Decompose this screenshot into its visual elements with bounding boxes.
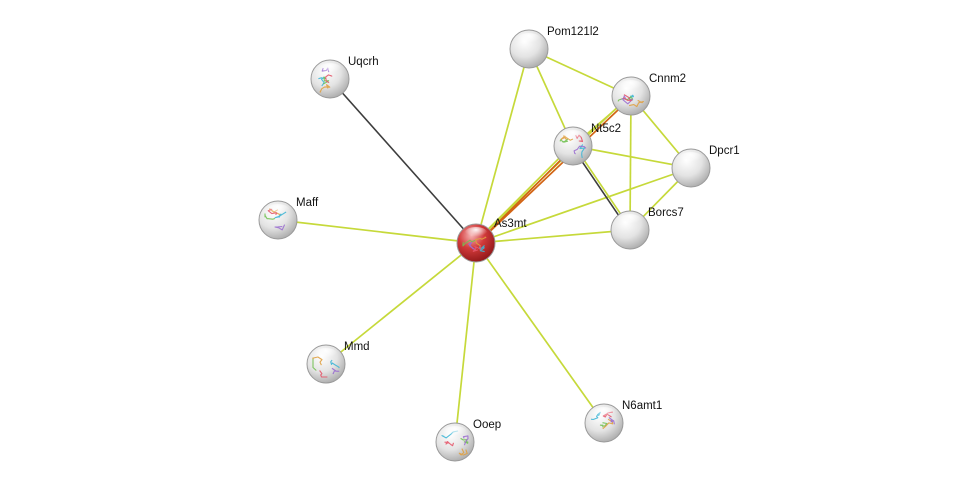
edge-As3mt-Dpcr1 bbox=[475, 167, 692, 244]
node-highlight bbox=[266, 204, 290, 218]
edge-As3mt-Pom121l2 bbox=[475, 48, 530, 244]
edge-As3mt-Uqcrh bbox=[329, 78, 477, 244]
node-label: Borcs7 bbox=[648, 207, 684, 219]
structure-thumbnail bbox=[617, 94, 644, 108]
edge-As3mt-Borcs7 bbox=[475, 229, 631, 244]
node-as3mt[interactable]: As3mt bbox=[456, 218, 527, 263]
node-label: Nt5c2 bbox=[591, 123, 621, 135]
node-n6amt1[interactable]: N6amt1 bbox=[584, 400, 662, 443]
node-ooep[interactable]: Ooep bbox=[435, 419, 501, 462]
edge-line-textmining bbox=[629, 95, 632, 231]
structure-trace bbox=[312, 357, 317, 371]
node-label: Dpcr1 bbox=[709, 145, 740, 157]
structure-trace bbox=[331, 367, 340, 375]
node-label: N6amt1 bbox=[622, 400, 662, 412]
edge-line-textmining bbox=[572, 145, 692, 169]
structure-trace bbox=[444, 441, 455, 447]
node-mmd[interactable]: Mmd bbox=[306, 341, 370, 384]
structure-trace bbox=[472, 245, 481, 252]
structure-trace bbox=[617, 96, 634, 102]
node-pom121l2[interactable]: Pom121l2 bbox=[509, 26, 599, 69]
node-label: Uqcrh bbox=[348, 56, 379, 68]
node-maff[interactable]: Maff bbox=[258, 197, 319, 240]
node-cnnm2[interactable]: Cnnm2 bbox=[611, 73, 686, 116]
node-highlight bbox=[443, 426, 467, 440]
node-highlight bbox=[619, 80, 643, 94]
edge-line-textmining bbox=[475, 242, 605, 424]
node-uqcrh[interactable]: Uqcrh bbox=[310, 56, 379, 99]
edge-line-experiments bbox=[476, 96, 633, 245]
structure-trace bbox=[319, 84, 331, 93]
structure-trace bbox=[462, 239, 477, 247]
structure-thumbnail bbox=[312, 356, 340, 378]
structure-trace bbox=[330, 359, 340, 369]
structure-trace bbox=[319, 370, 328, 378]
edge-line-textmining bbox=[277, 219, 477, 244]
edge-line-textmining bbox=[454, 242, 477, 443]
edge-Nt5c2-Dpcr1 bbox=[572, 145, 692, 169]
edge-Cnnm2-Borcs7 bbox=[629, 95, 632, 231]
structure-trace bbox=[622, 94, 633, 102]
structure-trace bbox=[579, 144, 586, 158]
structure-trace bbox=[599, 422, 608, 428]
structure-trace bbox=[460, 437, 469, 444]
node-highlight bbox=[464, 227, 488, 241]
structure-trace bbox=[628, 99, 644, 108]
node-label: Mmd bbox=[344, 341, 370, 353]
node-dpcr1[interactable]: Dpcr1 bbox=[671, 145, 740, 188]
node-layer: As3mtUqcrhPom121l2Cnnm2Nt5c2Dpcr1Borcs7M… bbox=[258, 26, 740, 462]
node-nt5c2[interactable]: Nt5c2 bbox=[553, 123, 621, 166]
edge-As3mt-Ooep bbox=[454, 242, 477, 443]
edge-line-experiments bbox=[476, 146, 575, 245]
node-label: Ooep bbox=[473, 419, 501, 431]
node-label: Cnnm2 bbox=[649, 73, 686, 85]
structure-trace bbox=[458, 448, 468, 456]
node-highlight bbox=[592, 407, 616, 421]
structure-trace bbox=[274, 224, 286, 231]
edge-line-textmining bbox=[474, 144, 573, 243]
node-highlight bbox=[561, 130, 585, 144]
node-highlight bbox=[314, 348, 338, 362]
structure-trace bbox=[573, 145, 587, 155]
node-highlight bbox=[318, 63, 342, 77]
node-highlight bbox=[517, 33, 541, 47]
node-highlight bbox=[618, 214, 642, 228]
node-highlight bbox=[679, 152, 703, 166]
node-label: Pom121l2 bbox=[547, 26, 599, 38]
node-borcs7[interactable]: Borcs7 bbox=[610, 207, 684, 250]
edge-line-textmining bbox=[475, 167, 692, 244]
edge-As3mt-N6amt1 bbox=[475, 242, 605, 424]
edge-As3mt-Mmd bbox=[325, 242, 477, 365]
edge-line-coexpression bbox=[329, 78, 477, 244]
edge-As3mt-Maff bbox=[277, 219, 477, 244]
edge-line-textmining bbox=[325, 242, 477, 365]
node-label: As3mt bbox=[494, 218, 527, 230]
edge-As3mt-Nt5c2 bbox=[474, 144, 575, 245]
edge-line-textmining bbox=[475, 48, 530, 244]
structure-trace bbox=[468, 241, 477, 251]
structure-trace bbox=[264, 213, 276, 220]
edge-line-textmining bbox=[475, 229, 631, 244]
structure-trace bbox=[602, 418, 614, 430]
node-label: Maff bbox=[296, 197, 319, 209]
